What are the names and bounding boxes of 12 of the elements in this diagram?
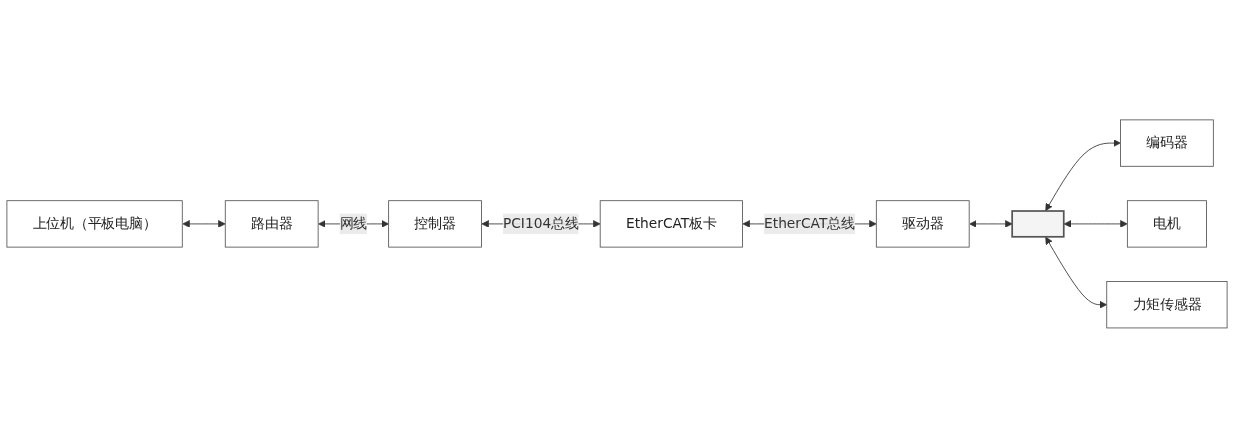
edge-label: EtherCAT总线 — [764, 215, 855, 232]
node-box: 力矩传感器 — [1106, 281, 1228, 329]
edge-label: PCI104总线 — [502, 215, 579, 232]
node-box: 上位机（平板电脑） — [6, 200, 183, 248]
edge-label: 网线 — [339, 215, 368, 232]
node-box: 路由器 — [224, 200, 319, 248]
node-box: 驱动器 — [875, 200, 970, 248]
node-box: 电机 — [1126, 200, 1207, 248]
node-bar — [1011, 210, 1065, 238]
node-box: 编码器 — [1120, 119, 1214, 167]
node-box: 控制器 — [388, 200, 482, 248]
node-box: EtherCAT板卡 — [599, 200, 743, 248]
